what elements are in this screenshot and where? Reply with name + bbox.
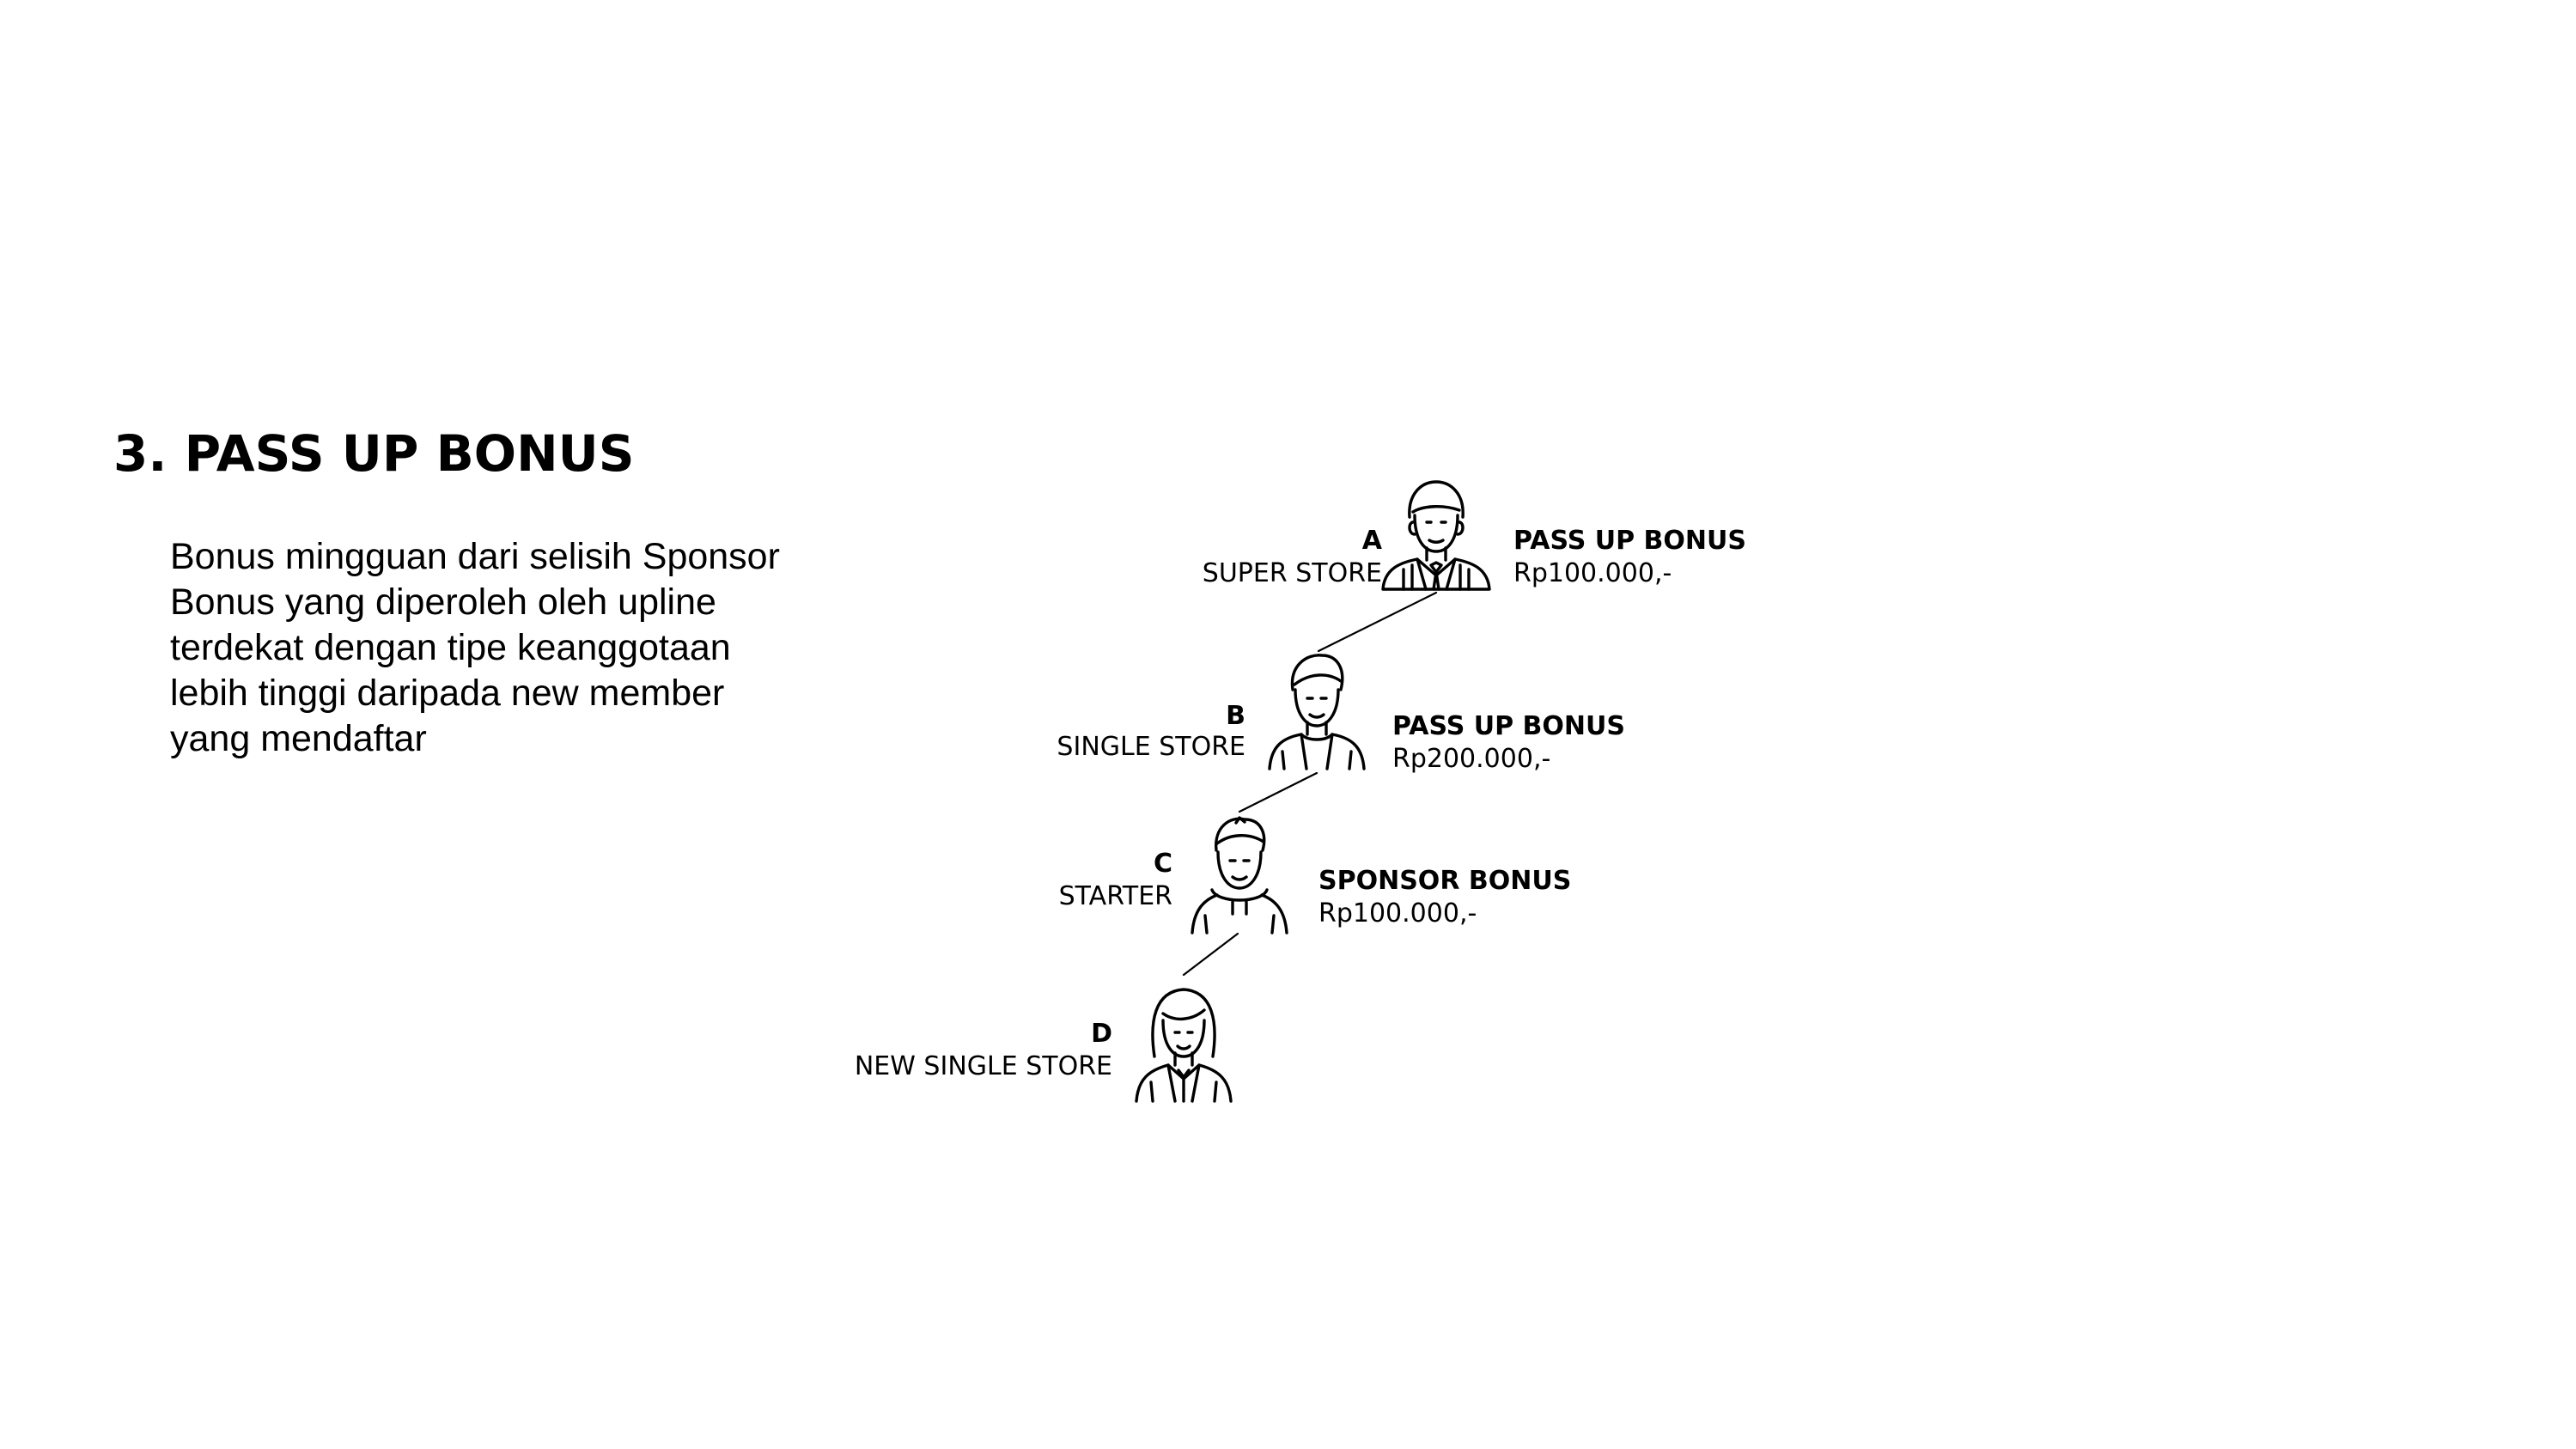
- node-d-letter: D: [1091, 1019, 1112, 1049]
- page-title: 3. PASS UP BONUS: [113, 424, 635, 483]
- node-c-bonus-name: SPONSOR BONUS: [1318, 866, 1572, 896]
- connector-c-d: [1182, 932, 1239, 977]
- node-c-role: STARTER: [1058, 881, 1172, 911]
- node-b-bonus-name: PASS UP BONUS: [1392, 711, 1625, 741]
- node-c-bonus-amount: Rp100.000,-: [1318, 898, 1477, 928]
- description-line: terdekat dengan tipe keanggotaan: [170, 627, 731, 668]
- description-line: Bonus mingguan dari selisih Sponsor: [170, 536, 780, 577]
- node-a-letter: A: [1361, 526, 1382, 556]
- node-b-letter: B: [1226, 701, 1245, 731]
- description-line: yang mendaftar: [170, 718, 427, 759]
- connector-lines: [1182, 591, 1438, 977]
- description: Bonus mingguan dari selisih Sponsor Bonu…: [170, 534, 823, 762]
- node-a-bonus-amount: Rp100.000,-: [1513, 558, 1672, 588]
- node-a-role: SUPER STORE: [1202, 558, 1382, 588]
- businessman-icon: [1381, 480, 1491, 591]
- description-line: lebih tinggi daripada new member: [170, 673, 725, 714]
- hoodie-man-icon: [1191, 816, 1288, 935]
- woman-icon: [1135, 988, 1233, 1103]
- young-man-icon: [1268, 654, 1366, 770]
- node-a-bonus-name: PASS UP BONUS: [1513, 526, 1746, 556]
- connector-b-c: [1238, 771, 1318, 813]
- description-line: Bonus yang diperoleh oleh upline: [170, 581, 716, 623]
- node-d-role: NEW SINGLE STORE: [854, 1051, 1112, 1081]
- node-b-bonus-amount: Rp200.000,-: [1392, 744, 1551, 774]
- connector-a-b: [1317, 591, 1438, 653]
- node-c-letter: C: [1153, 849, 1172, 879]
- node-b-role: SINGLE STORE: [1057, 732, 1245, 762]
